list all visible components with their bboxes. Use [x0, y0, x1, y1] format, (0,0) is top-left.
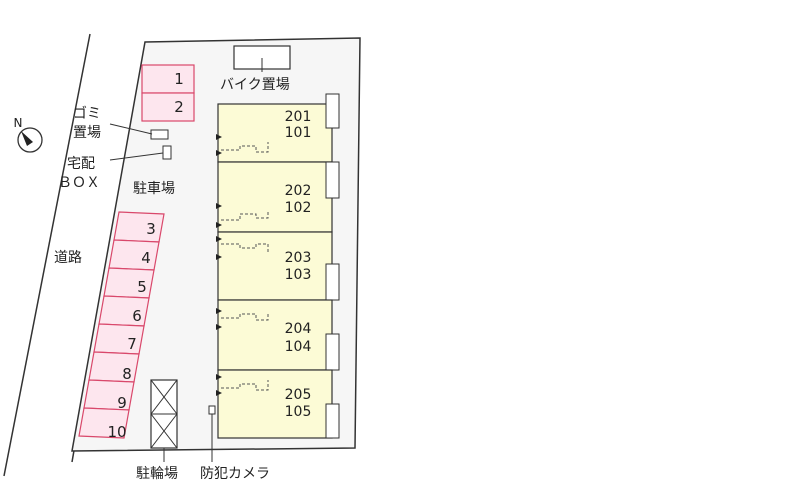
unit-block-4: 204 104	[216, 299, 340, 371]
unit-number-upper: 204	[285, 321, 312, 337]
camera-icon	[208, 405, 216, 415]
bicycle-parking-cross	[150, 379, 178, 415]
stair-outline	[221, 312, 269, 321]
unit-block-2: 202 102	[216, 161, 340, 233]
garbage-leader-line	[109, 123, 153, 135]
unit-number-upper: 202	[285, 183, 312, 199]
balcony	[325, 161, 340, 199]
stair-outline	[221, 380, 269, 391]
garbage-label-line2: 置場	[73, 125, 101, 141]
parking-space-1	[141, 64, 195, 94]
parking-space-label: 1	[174, 70, 184, 88]
entrance-marker	[216, 390, 222, 396]
entrance-marker	[216, 134, 222, 140]
stair-outline	[221, 212, 269, 221]
garbage-label-line1: ゴミ	[73, 105, 101, 122]
apartment-building: 201 101 202 102 203 103	[216, 93, 340, 439]
north-arrow: N	[14, 116, 43, 153]
unit-number-lower: 102	[285, 200, 312, 216]
delivery-box	[162, 145, 172, 160]
parking-space-label: 5	[137, 278, 147, 296]
unit-number-upper: 203	[285, 250, 312, 266]
camera-label: 防犯カメラ	[200, 466, 270, 482]
road-label: 道路	[54, 250, 82, 266]
unit-block-5: 205 105	[216, 369, 340, 439]
unit-outline	[217, 369, 333, 439]
parking-space-4	[108, 239, 160, 271]
unit-block-1: 201 101	[216, 93, 340, 163]
unit-number-lower: 101	[285, 125, 312, 141]
parking-space-label: 7	[127, 335, 137, 353]
compass-needle	[21, 131, 33, 146]
parking-space-10	[78, 407, 130, 439]
balcony	[325, 93, 340, 129]
parking-top: 1 2	[141, 64, 195, 122]
delivery-box-label-line2: ＢＯＸ	[58, 175, 100, 191]
road-edge-left	[3, 33, 91, 477]
entrance-marker	[216, 324, 222, 330]
unit-number-lower: 103	[285, 267, 312, 283]
garbage-box	[150, 129, 169, 140]
entrance-marker	[216, 203, 222, 209]
entrance-marker	[216, 222, 222, 228]
parking-space-3	[113, 211, 165, 243]
parking-space-label: 3	[146, 220, 156, 238]
parking-column: 3 4 5 6 7 8 9 10	[78, 211, 165, 441]
parking-space-label: 2	[174, 98, 184, 116]
bicycle-parking-area	[150, 379, 178, 449]
unit-block-3: 203 103	[216, 231, 340, 301]
parking-space-label: 10	[107, 423, 126, 441]
delivery-box-leader-line	[109, 152, 164, 161]
balcony	[325, 263, 340, 301]
parking-label: 駐車場	[133, 180, 175, 197]
unit-number-lower: 104	[285, 339, 312, 355]
unit-number-upper: 205	[285, 387, 312, 403]
bike-parking-label: バイク置場	[220, 77, 290, 93]
stair-outline	[221, 243, 269, 252]
entrance-marker	[216, 374, 222, 380]
entrance-marker	[216, 150, 222, 156]
delivery-box-label-line1: 宅配	[67, 156, 95, 172]
north-label: N	[14, 116, 23, 130]
entrance-marker	[216, 236, 222, 242]
unit-outline	[217, 299, 333, 371]
unit-outline	[217, 103, 333, 163]
entrance-marker	[216, 308, 222, 314]
stair-outline	[221, 142, 269, 153]
bicycle-parking-cross	[150, 413, 178, 449]
unit-outline	[217, 231, 333, 301]
unit-outline	[217, 161, 333, 233]
parking-space-label: 4	[141, 249, 151, 267]
parking-space-2	[141, 92, 195, 122]
unit-number-upper: 201	[285, 109, 312, 125]
bicycle-parking-label: 駐輪場	[136, 465, 178, 482]
entrance-marker	[216, 254, 222, 260]
balcony	[325, 403, 340, 439]
unit-number-lower: 105	[285, 404, 312, 420]
parking-space-label: 9	[117, 394, 127, 412]
parking-space-label: 8	[122, 365, 132, 383]
parking-space-label: 6	[132, 307, 142, 325]
balcony	[325, 333, 340, 371]
